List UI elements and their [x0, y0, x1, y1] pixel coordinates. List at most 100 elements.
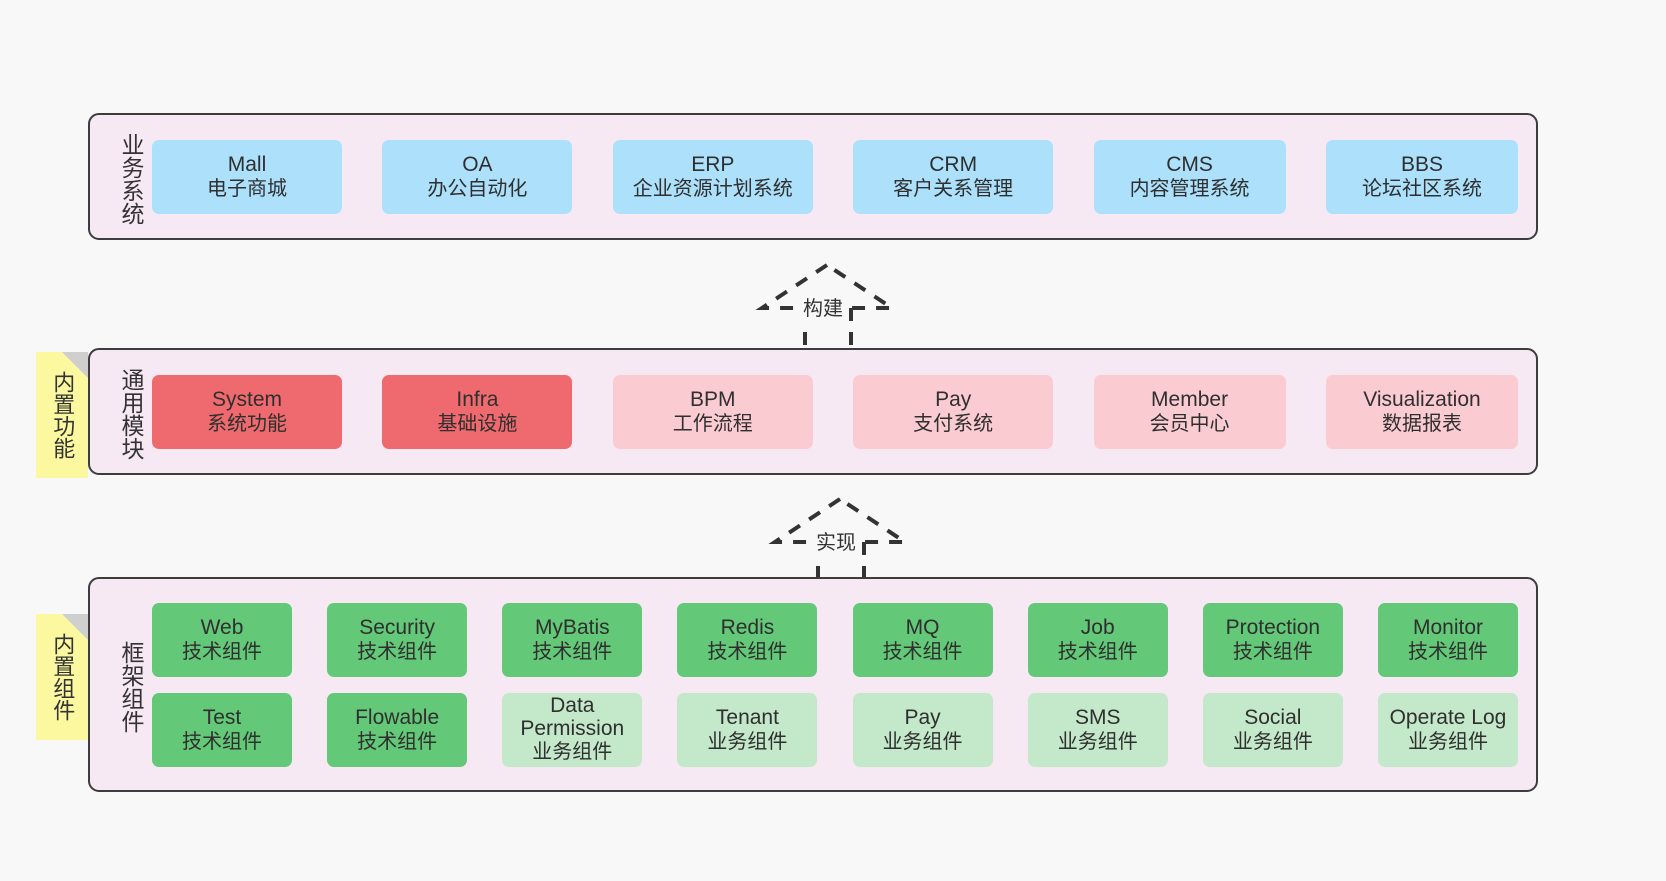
card-title: MyBatis: [534, 615, 610, 639]
arrow-head-triangle: [768, 496, 912, 544]
sticky-note-builtin-features[interactable]: 内置功能: [36, 352, 88, 478]
card-erp[interactable]: ERP 企业资源计划系统: [612, 139, 813, 214]
card-title: Member: [1151, 387, 1229, 411]
page-fold-icon: [62, 352, 88, 378]
card-subtitle: 客户关系管理: [893, 178, 1014, 201]
card-row-technical: Web 技术组件 Security 技术组件 MyBatis 技术组件 Redi…: [152, 602, 1518, 677]
card-title: Test: [202, 705, 242, 729]
card-mall[interactable]: Mall 电子商城: [152, 139, 342, 214]
card-security[interactable]: Security 技术组件: [327, 602, 468, 677]
card-bpm[interactable]: BPM 工作流程: [612, 374, 813, 449]
card-title: SMS: [1074, 705, 1121, 729]
card-social[interactable]: Social 业务组件: [1202, 692, 1343, 767]
card-subtitle: 支付系统: [913, 413, 994, 436]
card-subtitle: 技术组件: [1232, 641, 1313, 664]
card-protection[interactable]: Protection 技术组件: [1202, 602, 1343, 677]
card-subtitle: 技术组件: [532, 641, 613, 664]
card-system[interactable]: System 系统功能: [152, 374, 342, 449]
card-title: Flowable: [355, 705, 440, 729]
card-title: Redis: [720, 615, 775, 639]
arrow-head-triangle: [755, 262, 899, 310]
card-title: Infra: [456, 387, 499, 411]
layer-title-framework-components: 框架组件: [118, 640, 144, 733]
card-subtitle: 技术组件: [357, 731, 438, 754]
card-subtitle: 技术组件: [357, 641, 438, 664]
card-subtitle: 会员中心: [1149, 413, 1230, 436]
card-pay[interactable]: Pay 支付系统: [853, 374, 1054, 449]
card-subtitle: 技术组件: [182, 731, 262, 754]
card-subtitle: 技术组件: [707, 641, 788, 664]
layer-title-common-modules: 通用模块: [118, 367, 144, 460]
card-job[interactable]: Job 技术组件: [1027, 602, 1168, 677]
card-tenant[interactable]: Tenant 业务组件: [677, 692, 818, 767]
card-infra[interactable]: Infra 基础设施: [382, 374, 573, 449]
card-pay-business[interactable]: Pay 业务组件: [852, 692, 993, 767]
card-subtitle: 业务组件: [882, 731, 963, 754]
card-title: Social: [1244, 705, 1302, 729]
card-subtitle: 内容管理系统: [1129, 178, 1250, 201]
card-title: BPM: [690, 387, 736, 411]
card-subtitle: 论坛社区系统: [1361, 178, 1482, 201]
card-subtitle: 业务组件: [707, 731, 788, 754]
card-title: Monitor: [1412, 615, 1483, 639]
card-subtitle: 企业资源计划系统: [632, 178, 793, 201]
card-subtitle: 业务组件: [1232, 731, 1313, 754]
card-flowable[interactable]: Flowable 技术组件: [327, 692, 468, 767]
card-title: Visualization: [1363, 387, 1481, 411]
sticky-note-label: 内置组件: [50, 633, 76, 721]
card-mybatis[interactable]: MyBatis 技术组件: [502, 602, 643, 677]
card-subtitle: 系统功能: [207, 413, 287, 436]
card-test[interactable]: Test 技术组件: [152, 692, 292, 767]
card-subtitle: 基础设施: [437, 413, 518, 436]
card-title: CMS: [1166, 152, 1213, 176]
card-sms[interactable]: SMS 业务组件: [1027, 692, 1168, 767]
layer-body-business-systems: Mall 电子商城 OA 办公自动化 ERP 企业资源计划系统 CRM 客户关系…: [146, 115, 1536, 238]
card-title: Tenant: [715, 705, 779, 729]
card-web[interactable]: Web 技术组件: [152, 602, 292, 677]
sticky-note-builtin-components[interactable]: 内置组件: [36, 614, 88, 740]
card-title: Pay: [904, 705, 941, 729]
card-cms[interactable]: CMS 内容管理系统: [1093, 139, 1286, 214]
sticky-note-label: 内置功能: [50, 371, 76, 459]
card-monitor[interactable]: Monitor 技术组件: [1377, 602, 1518, 677]
card-title: Pay: [935, 387, 972, 411]
layer-body-framework-components: Web 技术组件 Security 技术组件 MyBatis 技术组件 Redi…: [146, 579, 1536, 790]
card-title: OA: [462, 152, 493, 176]
card-subtitle: 数据报表: [1381, 413, 1462, 436]
card-title: ERP: [691, 152, 735, 176]
card-title: MQ: [905, 615, 940, 639]
card-row: Mall 电子商城 OA 办公自动化 ERP 企业资源计划系统 CRM 客户关系…: [152, 139, 1518, 214]
card-subtitle: 技术组件: [1057, 641, 1138, 664]
card-redis[interactable]: Redis 技术组件: [677, 602, 818, 677]
card-subtitle: 业务组件: [532, 741, 613, 764]
card-title: Security: [359, 615, 436, 639]
card-subtitle: 业务组件: [1407, 731, 1488, 754]
page-fold-icon: [62, 614, 88, 640]
card-bbs[interactable]: BBS 论坛社区系统: [1325, 139, 1518, 214]
card-row: System 系统功能 Infra 基础设施 BPM 工作流程 Pay 支付系统…: [152, 374, 1518, 449]
card-title: BBS: [1400, 152, 1443, 176]
card-crm[interactable]: CRM 客户关系管理: [853, 139, 1054, 214]
connector-build: 构建: [755, 258, 905, 348]
layer-body-common-modules: System 系统功能 Infra 基础设施 BPM 工作流程 Pay 支付系统…: [146, 350, 1536, 473]
card-member[interactable]: Member 会员中心: [1093, 374, 1286, 449]
layer-common-modules: 通用模块 System 系统功能 Infra 基础设施 BPM 工作流程 Pay: [88, 348, 1538, 475]
card-mq[interactable]: MQ 技术组件: [852, 602, 993, 677]
card-title: Data Permission: [520, 694, 625, 741]
card-visualization[interactable]: Visualization 数据报表: [1325, 374, 1518, 449]
layer-framework-components: 框架组件 Web 技术组件 Security 技术组件 MyBatis 技术组件…: [88, 577, 1538, 792]
card-oa[interactable]: OA 办公自动化: [382, 139, 573, 214]
card-subtitle: 业务组件: [1057, 731, 1138, 754]
connector-label-implement: 实现: [814, 526, 858, 555]
connector-implement: 实现: [768, 492, 918, 582]
card-row-business: Test 技术组件 Flowable 技术组件 Data Permission …: [152, 692, 1518, 767]
card-subtitle: 工作流程: [672, 413, 753, 436]
card-subtitle: 技术组件: [182, 641, 262, 664]
connector-label-build: 构建: [801, 292, 845, 321]
card-title: Job: [1080, 615, 1115, 639]
card-data-permission[interactable]: Data Permission 业务组件: [502, 692, 643, 767]
card-operate-log[interactable]: Operate Log 业务组件: [1377, 692, 1518, 767]
card-title: CRM: [929, 152, 978, 176]
card-title: Web: [200, 615, 244, 639]
